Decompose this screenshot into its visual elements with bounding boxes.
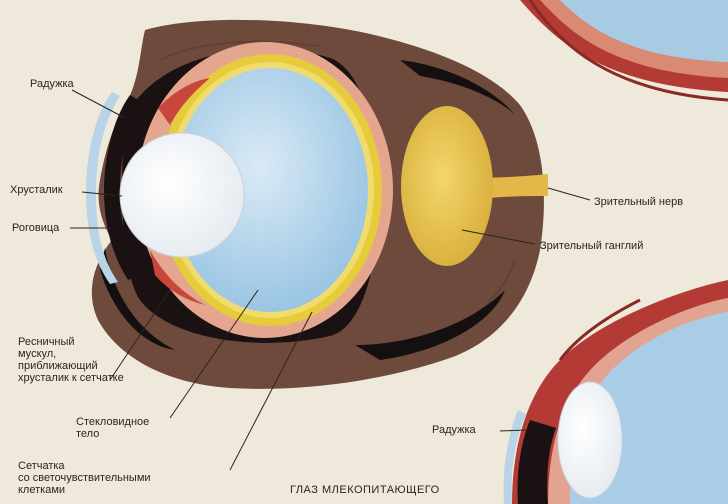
bottom-eye-lens [558,382,622,498]
label-retina: Сетчатка со светочувствительными клеткам… [18,460,151,496]
main-eye [86,20,548,389]
lens [120,133,244,257]
label-optic-ganglion: Зрительный ганглий [540,240,643,252]
label-vitreous: Стекловидное тело [76,416,149,440]
label-iris-bottom: Радужка [432,424,476,436]
bottom-right-eye [504,280,728,504]
diagram-caption: ГЛАЗ МЛЕКОПИТАЮЩЕГО [290,484,440,496]
label-optic-nerve: Зрительный нерв [594,196,683,208]
label-lens: Хрусталик [10,184,63,196]
optic-ganglion [401,106,493,266]
label-iris-top: Радужка [30,78,74,90]
top-right-eye-fragment [520,0,728,100]
label-ciliary-muscle: Ресничный мускул, приближающий хрусталик… [18,336,124,384]
label-cornea: Роговица [12,222,59,234]
